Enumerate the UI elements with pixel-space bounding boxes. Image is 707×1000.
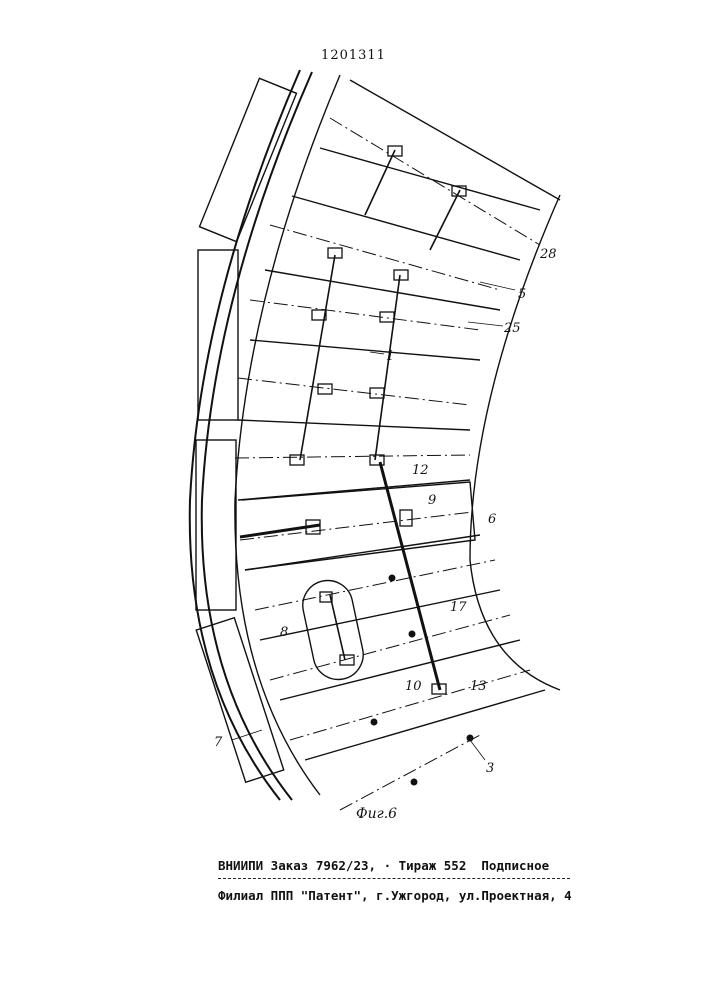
figure-caption: Фиг.6 (356, 806, 397, 822)
segment-line (350, 80, 560, 200)
segment-line (260, 590, 500, 640)
label-25: 25 (503, 321, 521, 336)
pocket-1 (199, 78, 296, 241)
segment-line (292, 196, 520, 260)
pocket-2 (198, 250, 238, 420)
label-1: 1 (386, 349, 394, 364)
segment-line (320, 148, 540, 210)
label-3: 3 (486, 761, 494, 776)
technical-drawing: 28 5 25 1 12 9 6 8 17 10 13 7 3 Фиг.6 (0, 0, 707, 850)
label-9: 9 (428, 493, 436, 508)
segment-line (265, 270, 500, 310)
label-17: 17 (450, 600, 467, 615)
outer-wall-arc (190, 70, 300, 800)
label-8: 8 (280, 625, 288, 640)
right-boundary (470, 195, 560, 690)
segment-line (250, 340, 480, 360)
label-28: 28 (539, 247, 557, 262)
inner-ring-arc (235, 75, 340, 795)
label-5: 5 (518, 287, 526, 302)
branch-line: Филиал ППП "Патент", г.Ужгород, ул.Проек… (218, 888, 572, 903)
label-10: 10 (405, 679, 422, 694)
label-13: 13 (470, 679, 487, 694)
separator (218, 878, 570, 879)
label-12: 12 (412, 463, 429, 478)
segment-line (238, 420, 470, 430)
pocket-4 (196, 618, 283, 783)
label-6: 6 (488, 512, 496, 527)
order-line: ВНИИПИ Заказ 7962/23, · Тираж 552 Подпис… (218, 858, 549, 873)
label-7: 7 (214, 735, 223, 750)
stepped-block (242, 482, 475, 570)
